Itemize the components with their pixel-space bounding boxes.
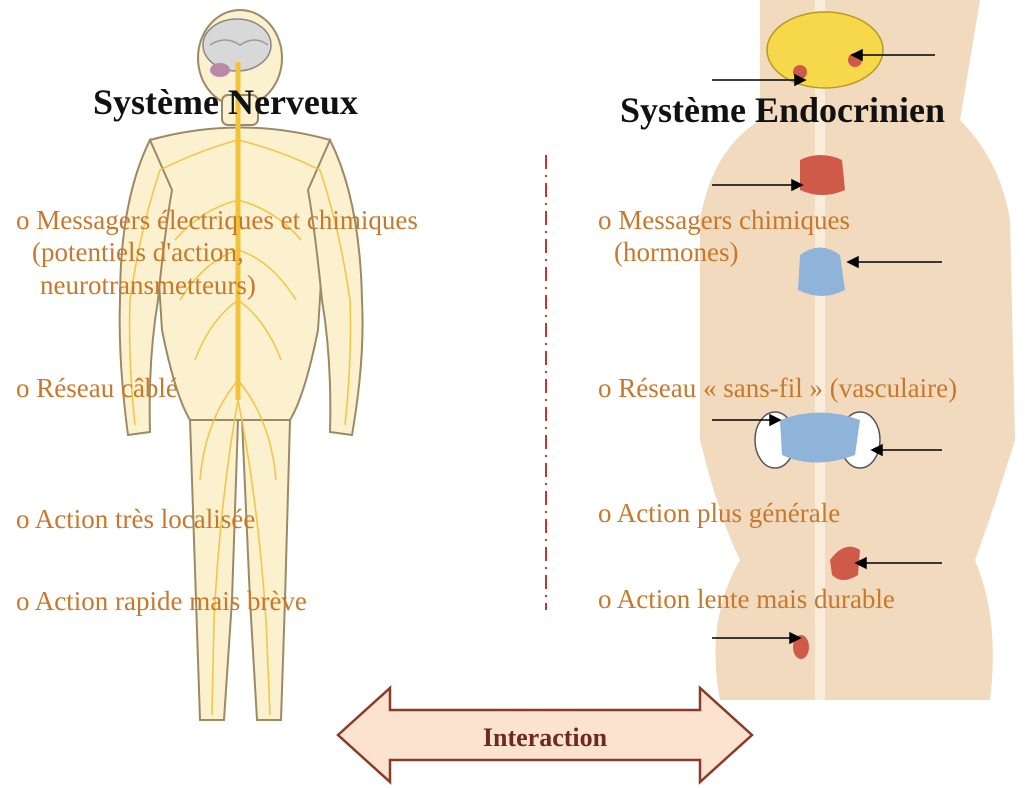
endocrine-item-network-text: o Réseau « sans-fil » (vasculaire) — [598, 372, 957, 404]
nervous-item-messengers-line-3: neurotransmetteurs) — [16, 269, 418, 301]
nervous-system-title: Système Nerveux — [93, 84, 358, 120]
endocrine-item-messengers-line-2: (hormones) — [598, 236, 850, 268]
nervous-item-speed-text: o Action rapide mais brève — [16, 585, 307, 617]
endocrine-item-duration-text: o Action lente mais durable — [598, 583, 895, 615]
endocrine-item-messengers: o Messagers chimiques (hormones) — [598, 204, 850, 269]
nervous-item-messengers-line-2: (potentiels d'action, — [16, 236, 418, 268]
nervous-item-messengers-line-1: o Messagers électriques et chimiques — [16, 204, 418, 236]
endocrine-system-title: Système Endocrinien — [620, 92, 945, 128]
nervous-item-network: o Réseau câblé — [16, 372, 178, 404]
nervous-item-localization: o Action très localisée — [16, 503, 255, 535]
nervous-item-speed: o Action rapide mais brève — [16, 585, 307, 617]
interaction-label: Interaction — [470, 725, 620, 751]
endocrine-item-messengers-line-1: o Messagers chimiques — [598, 204, 850, 236]
nervous-item-localization-text: o Action très localisée — [16, 503, 255, 535]
endocrine-item-scope-text: o Action plus générale — [598, 497, 840, 529]
nervous-item-messengers: o Messagers électriques et chimiques (po… — [16, 204, 418, 301]
endocrine-item-scope: o Action plus générale — [598, 497, 840, 529]
nervous-item-network-text: o Réseau câblé — [16, 372, 178, 404]
endocrine-item-network: o Réseau « sans-fil » (vasculaire) — [598, 372, 957, 404]
endocrine-item-duration: o Action lente mais durable — [598, 583, 895, 615]
